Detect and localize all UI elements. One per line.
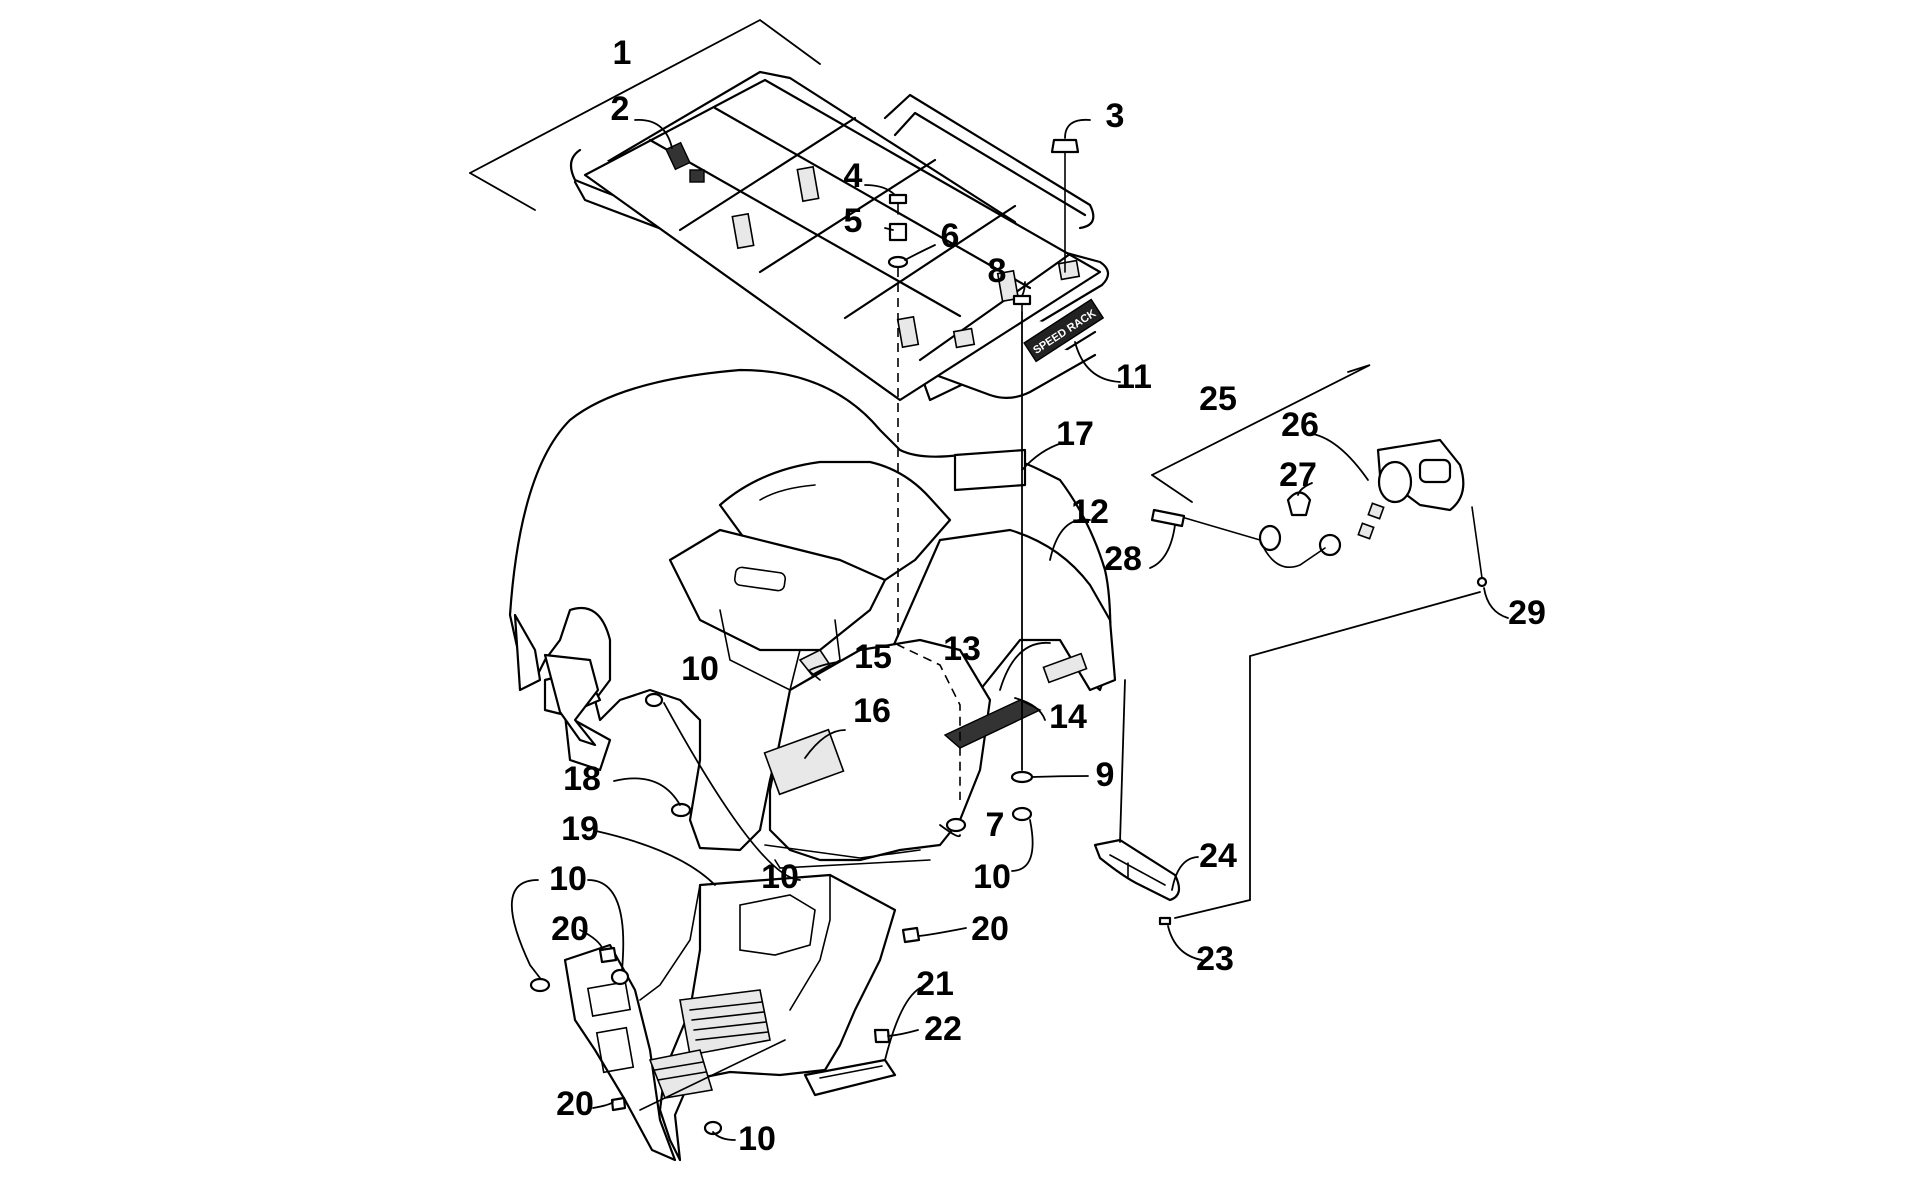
- decal-17: [953, 448, 1027, 492]
- nut-10-d: [610, 968, 630, 986]
- connector-28: [1150, 508, 1186, 528]
- callout-15: 15: [854, 638, 892, 676]
- callout-26: 26: [1281, 406, 1319, 444]
- trim-strip-21: [803, 1058, 897, 1097]
- callout-8: 8: [988, 252, 1007, 290]
- decal-16: [763, 728, 845, 796]
- callout-labels: 1 2 3 4 5 6 8 11 25 26 17 27 12 28 29 13…: [549, 34, 1546, 1158]
- nut-10-e: [703, 1120, 723, 1136]
- assembly-lines: [897, 268, 1023, 800]
- group-bracket-rack: [469, 18, 821, 211]
- screw-23: [1158, 916, 1172, 926]
- callout-23: 23: [1196, 940, 1234, 978]
- callout-13: 13: [943, 630, 981, 668]
- callout-27: 27: [1279, 456, 1317, 494]
- rear-rack: SPEED RACK: [569, 70, 1110, 402]
- socket-28-a: [1258, 524, 1282, 552]
- callout-1: 1: [613, 34, 632, 72]
- screw-22: [873, 1028, 891, 1044]
- nut-10-a: [1011, 806, 1033, 822]
- washer-18: [670, 802, 692, 818]
- bracket-2b: [689, 169, 705, 183]
- rack-hardware: [665, 138, 1080, 313]
- callout-19: 19: [561, 810, 599, 848]
- callout-16: 16: [853, 692, 891, 730]
- callout-4: 4: [844, 157, 863, 195]
- callout-12: 12: [1071, 493, 1109, 531]
- callout-14: 14: [1049, 698, 1087, 736]
- callout-2: 2: [611, 90, 630, 128]
- callout-18: 18: [563, 760, 601, 798]
- bracket-2: [665, 141, 691, 171]
- callout-10-c: 10: [549, 860, 587, 898]
- callout-10-d: 10: [973, 858, 1011, 896]
- cap-3: [1050, 138, 1080, 154]
- footwell-tread: [648, 989, 771, 1099]
- callout-20-a: 20: [551, 910, 589, 948]
- callout-22: 22: [924, 1010, 962, 1048]
- callout-5: 5: [844, 202, 863, 240]
- footwell: [563, 873, 897, 1162]
- group-bracket-taillight: [1151, 364, 1371, 503]
- callout-21: 21: [916, 965, 954, 1003]
- callout-11: 11: [1116, 358, 1152, 396]
- decal-14: [1042, 652, 1088, 684]
- decal-13: [943, 699, 1042, 749]
- callout-10-a: 10: [681, 650, 719, 688]
- callout-10-e: 10: [738, 1120, 776, 1158]
- callout-24: 24: [1199, 837, 1237, 875]
- callout-10-b: 10: [761, 858, 799, 896]
- callout-6: 6: [941, 217, 960, 255]
- bolt-8: [1012, 294, 1032, 306]
- washer-9: [1010, 770, 1034, 784]
- screw-20-c: [610, 1096, 627, 1112]
- callout-25: 25: [1199, 380, 1237, 418]
- screw-20-a: [598, 946, 618, 964]
- bolt-4: [888, 193, 908, 205]
- callout-9: 9: [1096, 756, 1115, 794]
- leader-lines: [511, 118, 1509, 1141]
- footwell-hardware: [529, 926, 921, 1136]
- callout-29: 29: [1508, 594, 1546, 632]
- callout-28: 28: [1104, 540, 1142, 578]
- callout-3: 3: [1106, 97, 1125, 135]
- bulb-27: [1286, 491, 1312, 517]
- fender-hardware: [644, 692, 1034, 833]
- nut-10-b: [644, 692, 664, 708]
- nut-10-c: [529, 977, 551, 993]
- socket-28-b: [1318, 533, 1342, 557]
- screw-20-b: [901, 926, 921, 944]
- callout-17: 17: [1056, 415, 1094, 453]
- washer-6: [887, 255, 909, 269]
- rack-decal: [1023, 298, 1105, 363]
- taillight-assembly: [1093, 438, 1488, 926]
- nut-7: [945, 817, 967, 833]
- callout-20-c: 20: [556, 1085, 594, 1123]
- callout-7: 7: [986, 806, 1005, 844]
- callout-20-b: 20: [971, 910, 1009, 948]
- spacer-5: [888, 222, 908, 242]
- screw-29: [1476, 576, 1488, 588]
